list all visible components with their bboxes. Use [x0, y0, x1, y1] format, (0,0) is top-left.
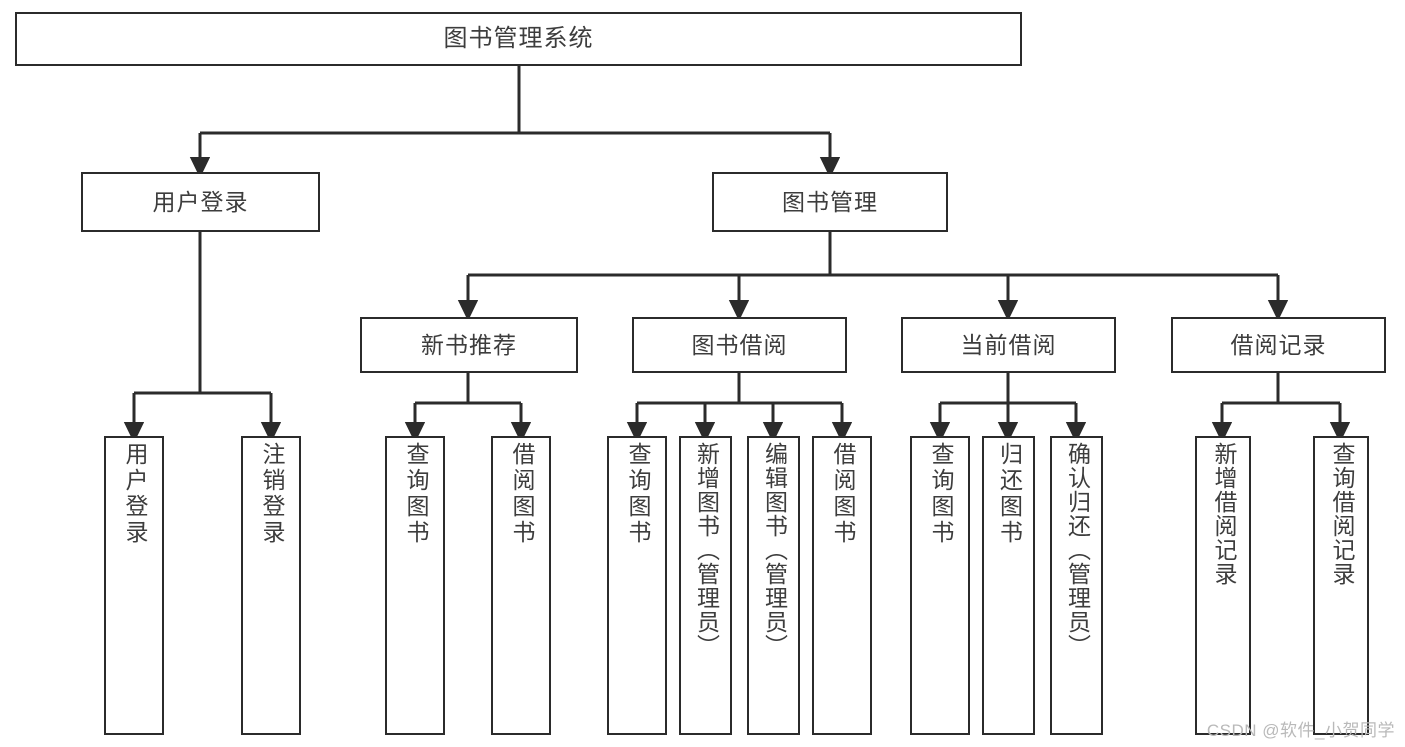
node-label: 归还图书	[996, 442, 1023, 546]
node-root[interactable]: 图书管理系统	[15, 12, 1022, 66]
node-leaf-user-logout[interactable]: 注销登录	[241, 436, 301, 735]
node-leaf-query-book-3[interactable]: 查询图书	[910, 436, 970, 735]
node-leaf-confirm-return[interactable]: 确认归还（管理员）	[1050, 436, 1103, 735]
node-book-borrow[interactable]: 图书借阅	[632, 317, 847, 373]
node-label: 新书推荐	[421, 331, 517, 358]
node-label: 查询借阅记录	[1328, 442, 1355, 586]
node-label: 借阅图书	[829, 442, 856, 546]
node-leaf-query-book-1[interactable]: 查询图书	[385, 436, 445, 735]
node-leaf-query-book-2[interactable]: 查询图书	[607, 436, 667, 735]
node-leaf-edit-book[interactable]: 编辑图书（管理员）	[747, 436, 800, 735]
node-label: 编辑图书（管理员）	[761, 442, 788, 658]
node-label: 查询图书	[402, 442, 429, 546]
node-label: 注销登录	[258, 442, 285, 546]
csdn-watermark: CSDN @软件_小贺同学	[1206, 721, 1395, 740]
node-leaf-add-book[interactable]: 新增图书（管理员）	[679, 436, 732, 735]
node-label: 图书管理系统	[443, 25, 594, 53]
node-label: 借阅记录	[1230, 331, 1327, 358]
node-leaf-user-login[interactable]: 用户登录	[104, 436, 164, 735]
node-borrow-record[interactable]: 借阅记录	[1171, 317, 1386, 373]
node-leaf-return-book[interactable]: 归还图书	[982, 436, 1035, 735]
node-current-borrow[interactable]: 当前借阅	[901, 317, 1116, 373]
node-label: 查询图书	[927, 442, 954, 546]
node-leaf-query-record[interactable]: 查询借阅记录	[1313, 436, 1369, 735]
node-book-manage[interactable]: 图书管理	[712, 172, 948, 232]
node-user-login[interactable]: 用户登录	[81, 172, 320, 232]
node-label: 用户登录	[152, 188, 249, 215]
node-label: 新增借阅记录	[1210, 442, 1237, 586]
node-label: 借阅图书	[508, 442, 535, 546]
node-label: 图书借阅	[691, 331, 788, 358]
node-leaf-borrow-book-2[interactable]: 借阅图书	[812, 436, 872, 735]
node-label: 当前借阅	[960, 331, 1057, 358]
node-label: 确认归还（管理员）	[1064, 442, 1091, 658]
node-leaf-add-record[interactable]: 新增借阅记录	[1195, 436, 1251, 735]
node-label: 图书管理	[782, 188, 878, 215]
node-new-book-recommend[interactable]: 新书推荐	[360, 317, 578, 373]
node-leaf-borrow-book-1[interactable]: 借阅图书	[491, 436, 551, 735]
node-label: 新增图书（管理员）	[693, 442, 720, 658]
node-label: 查询图书	[624, 442, 651, 546]
node-label: 用户登录	[121, 442, 148, 546]
